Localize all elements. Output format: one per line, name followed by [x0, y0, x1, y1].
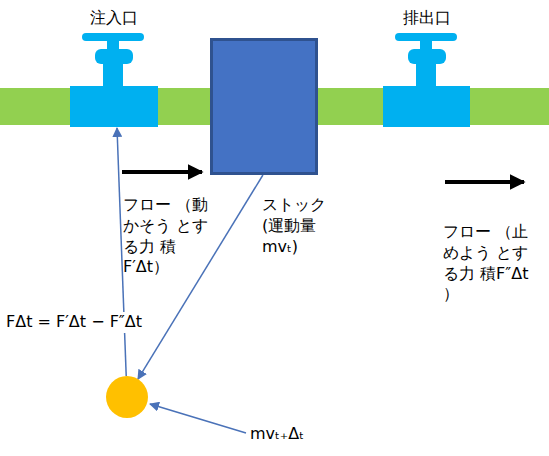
faucet-symbol — [395, 33, 457, 88]
flow-label: フロー （止めよう とする力 積F″Δt ） — [443, 222, 531, 305]
node-text: 注入口 — [70, 8, 158, 29]
faucet-symbol — [82, 33, 144, 88]
pipe-segment — [470, 88, 549, 125]
inlet-faucet: 注入口 — [70, 8, 164, 128]
pipe-joint — [70, 86, 158, 127]
stock-box: ストック (運動量 mvₜ) — [210, 38, 318, 175]
node-text: 排出口 — [383, 8, 470, 29]
flow-arrow — [445, 180, 524, 184]
pipe-segment — [158, 88, 210, 125]
node-text: mvₜ₊Δₜ — [250, 424, 304, 445]
pipe-segment — [318, 88, 383, 125]
pipe-joint — [383, 86, 470, 127]
node-text: ストック (運動量 mvₜ) — [262, 195, 336, 257]
outlet-faucet: 排出口 — [383, 8, 476, 128]
flow-arrow — [122, 170, 202, 174]
flow-label: フロー （動かそう とする力 積F′Δt） — [123, 195, 209, 278]
pipe-segment — [0, 88, 70, 125]
impulse-formula: FΔt = F′Δt − F″Δt — [4, 312, 144, 333]
leader-arrow — [150, 404, 246, 433]
momentum-circle: mvₜ₊Δₜ — [106, 376, 148, 418]
